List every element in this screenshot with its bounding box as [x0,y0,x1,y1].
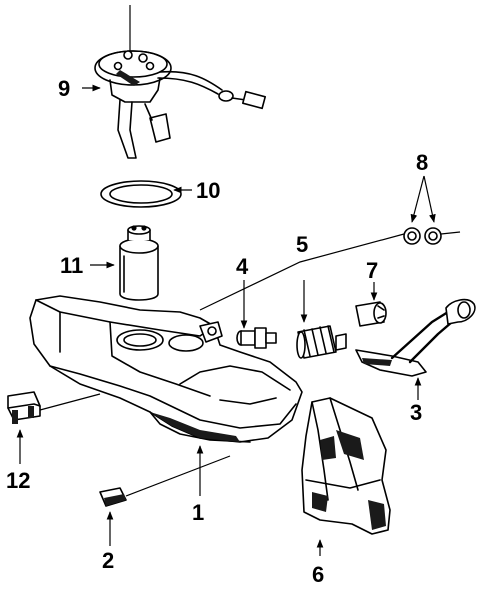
filler-pipe [355,298,476,377]
callout-10: 10 [196,178,220,203]
clip [99,455,231,507]
fuel-tank [29,295,303,443]
callout-numbers: 9 10 11 4 5 7 8 3 1 2 6 12 [6,76,428,587]
heat-shield [301,397,391,535]
callout-2: 2 [102,548,114,573]
callout-7: 7 [366,258,378,283]
callout-5: 5 [296,232,308,257]
gasket-ring [100,180,182,208]
callout-8: 8 [416,150,428,175]
callout-11: 11 [60,253,83,278]
filler-hose [296,325,347,359]
callout-12: 12 [6,468,30,493]
caps [199,227,461,311]
fitting [236,327,277,349]
callout-6: 6 [312,562,324,587]
grommet [355,301,387,327]
callout-1: 1 [192,500,204,525]
callout-4: 4 [236,254,249,279]
callout-9: 9 [58,76,70,101]
callout-leaders [16,84,436,556]
bracket [7,391,101,424]
callout-3: 3 [410,400,422,425]
fuel-sender-assembly [94,5,267,159]
fuel-pump [119,225,159,301]
